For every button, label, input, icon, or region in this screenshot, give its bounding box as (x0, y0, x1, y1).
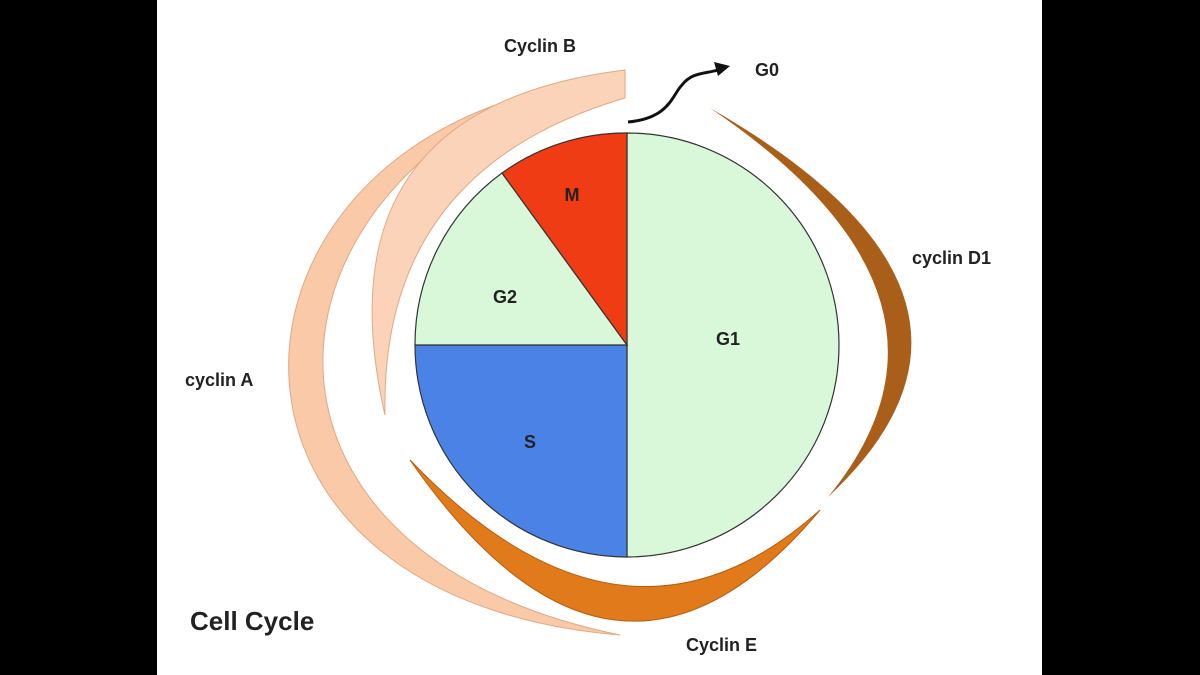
cyclin-a-label: cyclin A (185, 370, 253, 390)
phase-g1-slice (626, 132, 840, 558)
g0-label: G0 (755, 60, 779, 80)
phase-m-slice (501, 132, 628, 347)
cyclin-e-label: Cyclin E (686, 635, 757, 655)
cyclin-a-arc (288, 99, 621, 636)
phase-g2-label: G2 (493, 287, 517, 307)
phase-m-label: M (565, 185, 580, 205)
phase-s-label: S (524, 432, 536, 452)
phase-g2-slice (414, 172, 629, 346)
diagram-title: Cell Cycle (190, 606, 314, 636)
cyclin-e-arc (409, 459, 821, 622)
cyclin-b-label: Cyclin B (504, 36, 576, 56)
cyclin-d1-arc (710, 108, 912, 497)
cyclin-b-arc (371, 69, 626, 416)
g0-arrowhead-icon (714, 62, 730, 76)
phase-g1-label: G1 (716, 329, 740, 349)
phase-s-slice (414, 344, 628, 558)
cyclin-d1-label: cyclin D1 (912, 248, 991, 268)
g0-arrow (627, 68, 719, 124)
